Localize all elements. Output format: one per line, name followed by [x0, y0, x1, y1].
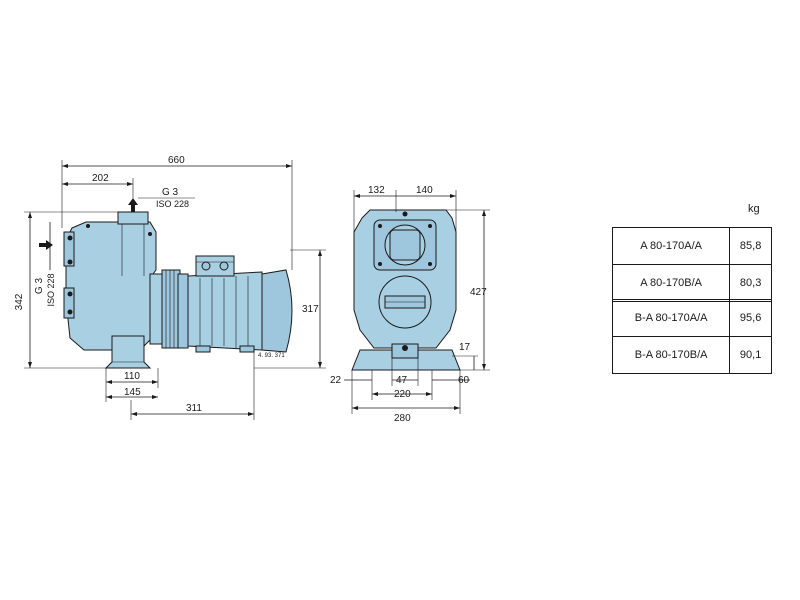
dim-thread-side: G 3	[34, 278, 45, 295]
motor: 4. 93. 371	[177, 255, 293, 359]
model-weight: 90,1	[729, 336, 772, 374]
dim-foot-outer: 145	[124, 387, 141, 398]
model-weight: 85,8	[729, 227, 772, 265]
dim-inlet-offset: 202	[92, 173, 109, 184]
dim-front-left: 132	[368, 185, 385, 196]
dim-base-height: 17	[459, 342, 471, 353]
dim-overall-length: 660	[168, 155, 185, 166]
table-row: A 80-170B/A 80,3	[611, 264, 772, 302]
model-name: A 80-170A/A	[611, 227, 731, 265]
dim-total-height: 342	[14, 293, 25, 310]
weight-table-b: B-A 80-170A/A 95,6 B-A 80-170B/A 90,1	[611, 299, 772, 374]
dim-motor-height: 317	[302, 304, 319, 315]
dim-base-center: 47	[396, 375, 408, 386]
model-name: B-A 80-170B/A	[611, 336, 731, 374]
model-weight: 95,6	[729, 299, 772, 337]
side-view: 4. 93. 371	[14, 155, 326, 420]
outlet-arrow-icon	[128, 198, 138, 212]
table-row: B-A 80-170A/A 95,6	[611, 299, 772, 337]
dim-base-width: 280	[394, 413, 411, 424]
weight-table-a: A 80-170A/A 85,8 A 80-170B/A 80,3	[611, 227, 772, 302]
table-row: B-A 80-170B/A 90,1	[611, 336, 772, 374]
inlet-arrow-icon	[39, 240, 53, 250]
dim-motor-length: 311	[186, 403, 202, 414]
side-dimension-lines	[24, 160, 326, 420]
weight-unit: kg	[748, 203, 760, 215]
dim-thread-side-std: ISO 228	[46, 273, 56, 306]
model-name: A 80-170B/A	[611, 264, 731, 302]
dim-base-left: 22	[330, 375, 342, 386]
dim-front-height: 427	[470, 287, 487, 298]
front-dimension-lines	[344, 190, 490, 414]
bracket	[149, 269, 181, 349]
dim-foot-inner: 110	[124, 371, 140, 382]
front-view: 132 140 427 17 22 47 60 220 280	[330, 185, 490, 424]
dim-thread-top: G 3	[162, 187, 179, 198]
dim-front-right: 140	[416, 185, 433, 196]
dim-base-right: 60	[458, 375, 470, 386]
dim-thread-top-std: ISO 228	[156, 199, 189, 209]
model-name: B-A 80-170A/A	[611, 299, 731, 337]
pump-casing	[63, 211, 157, 369]
model-weight: 80,3	[729, 264, 772, 302]
dim-base-holes: 220	[394, 389, 411, 400]
motor-code: 4. 93. 371	[258, 353, 285, 359]
table-row: A 80-170A/A 85,8	[611, 227, 772, 265]
flow-arrows	[39, 198, 138, 250]
front-body	[351, 209, 461, 371]
